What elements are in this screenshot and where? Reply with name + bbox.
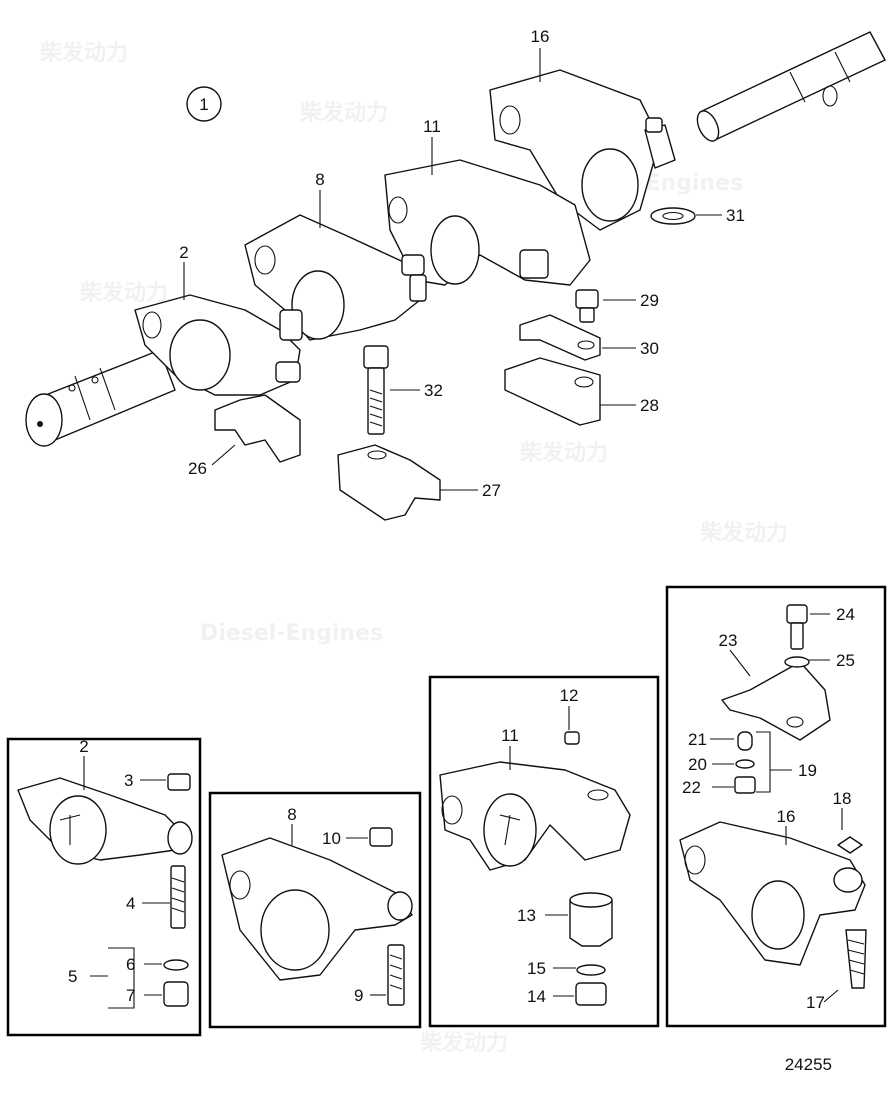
rocker-shaft-right [696,31,886,142]
svg-text:柴发动力: 柴发动力 [519,440,608,466]
svg-text:柴发动力: 柴发动力 [79,280,168,306]
detail-panel-rocker-11: 11 12 13 15 14 [428,675,660,1028]
svg-text:16: 16 [777,807,796,826]
svg-text:17: 17 [806,993,825,1012]
rocker-arm-16 [489,69,676,231]
svg-text:19: 19 [798,761,817,780]
bolt-32 [363,345,389,435]
rocker-arm-11 [384,159,591,286]
svg-text:柴发动力: 柴发动力 [419,1030,508,1056]
svg-text:20: 20 [688,755,707,774]
svg-text:柴发动力: 柴发动力 [299,100,388,126]
svg-text:Diesel-Engines: Diesel-Engines [200,621,383,646]
detail-panel-rocker-16: 23 24 25 21 20 22 19 16 18 17 [665,585,887,1028]
svg-text:8: 8 [315,170,324,189]
svg-text:27: 27 [482,481,501,500]
detail-panel-rocker-2: 2 3 4 6 7 5 [6,737,202,1037]
block-28 [504,357,601,426]
svg-text:32: 32 [424,381,443,400]
svg-text:12: 12 [560,686,579,705]
bracket-27 [337,444,441,521]
svg-text:5: 5 [68,967,77,986]
svg-text:9: 9 [354,986,363,1005]
svg-text:1: 1 [199,95,208,114]
svg-text:10: 10 [322,829,341,848]
svg-text:30: 30 [640,339,659,358]
rocker-shaft-left [25,349,176,447]
svg-text:7: 7 [126,986,135,1005]
svg-text:2: 2 [179,243,188,262]
svg-text:16: 16 [531,27,550,46]
svg-text:23: 23 [719,631,738,650]
top-leader-lines [183,48,722,491]
svg-text:2: 2 [79,737,88,756]
svg-text:29: 29 [640,291,659,310]
svg-text:4: 4 [126,894,135,913]
watermark-layer: 柴发动力 柴发动力 Diesel-Engines 柴发动力 柴发动力 Diese… [39,40,788,1056]
svg-text:柴发动力: 柴发动力 [699,520,788,546]
svg-text:18: 18 [833,789,852,808]
svg-text:柴发动力: 柴发动力 [39,40,128,66]
svg-text:24: 24 [836,605,855,624]
screw-29 [575,289,599,323]
svg-text:28: 28 [640,396,659,415]
rocker-arm-2 [134,294,303,396]
rocker-arm-8 [244,214,427,341]
svg-text:14: 14 [527,987,546,1006]
bracket-26 [214,394,301,463]
svg-text:11: 11 [423,117,441,136]
drawing-number: 24255 [785,1055,832,1074]
svg-text:6: 6 [126,955,135,974]
svg-text:21: 21 [688,730,707,749]
svg-text:13: 13 [517,906,536,925]
svg-text:25: 25 [836,651,855,670]
svg-text:22: 22 [682,778,701,797]
svg-text:15: 15 [527,959,546,978]
svg-text:11: 11 [501,726,519,745]
svg-text:26: 26 [188,459,207,478]
svg-text:3: 3 [124,771,133,790]
plate-30 [519,314,601,361]
group-marker: 1 [186,86,222,122]
svg-text:8: 8 [287,805,296,824]
detail-panel-rocker-8: 8 10 9 [208,791,422,1029]
svg-text:31: 31 [726,206,745,225]
top-callouts: 16 11 8 2 31 29 30 28 32 26 27 [179,27,745,500]
washer-31 [650,207,696,225]
